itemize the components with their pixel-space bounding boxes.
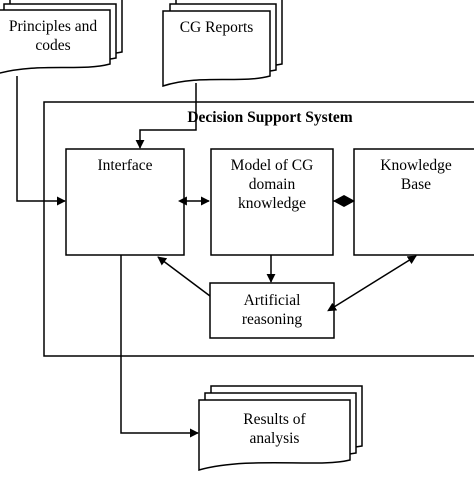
reasoning-box: [209, 282, 335, 339]
model-label-line-2: domain: [248, 176, 296, 193]
principles-document-stack: [0, 0, 123, 74]
principles-to-interface-arrow: [16, 76, 66, 206]
cg-reports-to-interface-arrow: [135, 83, 197, 149]
model-label-line-1: Model of CG: [230, 157, 314, 174]
reasoning-to-interface-arrow: [157, 256, 211, 297]
results-label-line-1: Results of: [243, 411, 306, 428]
model-label-line-3: knowledge: [237, 195, 306, 212]
knowledge-base-label-line-2: Base: [400, 176, 432, 193]
dss-title: Decision Support System: [187, 109, 353, 126]
cg-reports-document-stack: [162, 0, 283, 88]
reasoning-kb-link: [327, 255, 417, 312]
interface-to-results-arrow: [120, 255, 199, 438]
results-label-line-2: analysis: [249, 430, 300, 447]
principles-label-line-1: Principles and: [8, 18, 98, 35]
reasoning-label-line-1: Artificial: [243, 292, 301, 309]
model-box: [210, 148, 334, 256]
principles-label-line-2: codes: [35, 37, 71, 54]
reasoning-label-line-2: reasoning: [241, 311, 303, 328]
knowledge-base-label-line-1: Knowledge: [380, 157, 452, 174]
reasoning-label: Artificial reasoning: [210, 291, 334, 329]
model-kb-diamond: [333, 195, 355, 207]
principles-label: Principles and codes: [0, 17, 112, 55]
knowledge-base-label: Knowledge Base: [354, 156, 474, 194]
cg-reports-label: CG Reports: [179, 19, 254, 36]
knowledge-base-box: [353, 148, 474, 256]
results-document-stack: [198, 385, 363, 471]
dss-frame: [43, 101, 474, 357]
model-label: Model of CG domain knowledge: [211, 156, 333, 213]
interface-label: Interface: [97, 157, 153, 174]
results-label: Results of analysis: [199, 410, 350, 448]
